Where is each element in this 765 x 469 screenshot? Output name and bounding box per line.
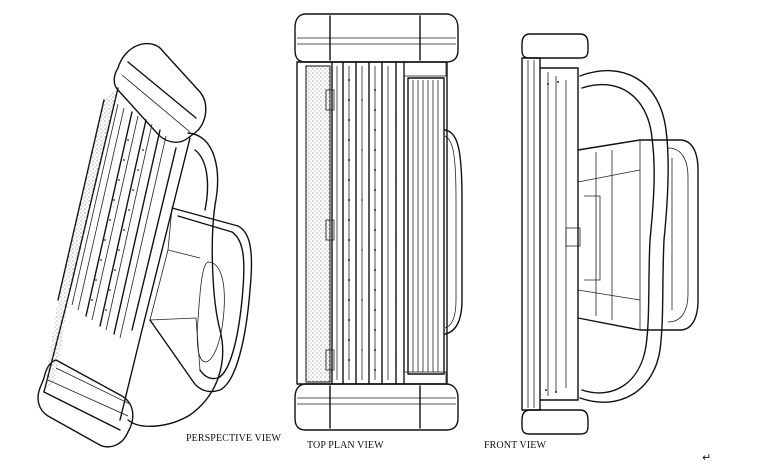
front-view-drawing — [521, 33, 699, 435]
perspective-view-caption: PERSPECTIVE VIEW — [186, 433, 282, 444]
top-plan-blades — [325, 61, 447, 385]
front-handle — [577, 69, 699, 403]
top-plan-handle — [444, 129, 463, 335]
perspective-handle — [127, 132, 253, 428]
top-plan-bottom-cap — [294, 383, 459, 431]
perspective-view-drawing — [37, 42, 253, 448]
top-plan-view-caption: TOP PLAN VIEW — [307, 440, 384, 451]
paragraph-mark: ↵ — [702, 451, 712, 464]
front-view-caption: FRONT VIEW — [484, 440, 547, 451]
top-plan-view-drawing — [294, 13, 463, 431]
perspective-cartridge — [37, 42, 207, 448]
top-plan-top-cap — [294, 13, 459, 63]
